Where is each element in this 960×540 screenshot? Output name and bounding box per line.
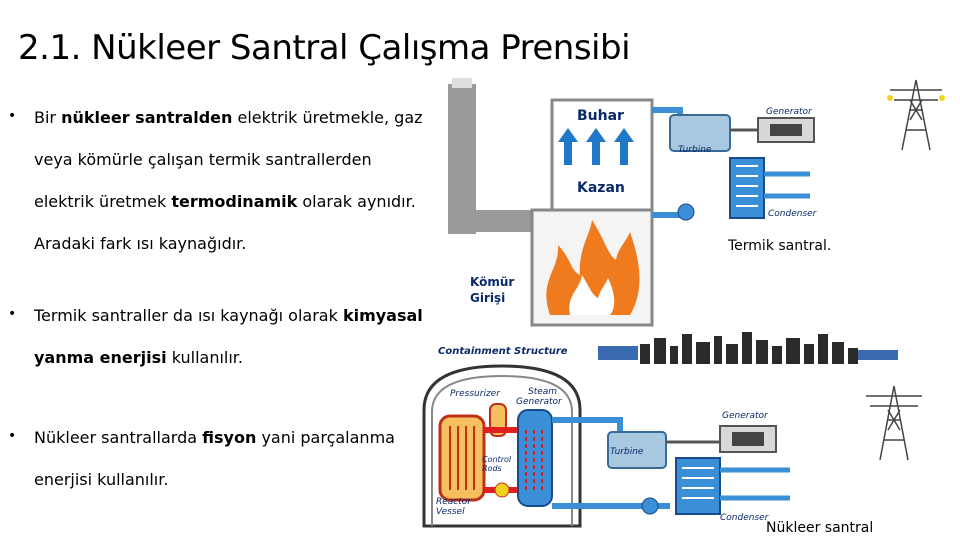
condenser-coils [736,165,758,207]
thermal-plant-caption: Termik santral. [728,238,832,254]
text-run: Bir [34,108,62,127]
steam-generator-label-2: Generator [516,397,563,407]
condenser-label: Condenser [720,513,770,523]
coal-inlet-label-1: Kömür [470,275,514,289]
bold-term: kimyasal [342,306,423,325]
reactor-vessel-icon [438,414,486,502]
bold-term: termodinamik [171,192,298,211]
water-body-right [858,350,898,360]
text-run: veya kömürle çalışan termik santrallerde… [34,150,372,169]
feed-pump-icon [641,497,659,515]
turbine-icon [607,431,667,469]
boiler-label: Kazan [577,180,625,196]
insulator [887,95,893,101]
turbine-icon [669,114,731,152]
nuclear-plant-caption: Nükleer santral [766,520,874,536]
steam-label: Buhar [577,108,624,124]
bold-term: nükleer santralden [61,108,233,127]
thermal-plant-diagram: Buhar Kazan Kömür Girişi Turbine Generat… [448,78,945,327]
city-skyline [640,332,858,364]
condenser-icon [729,157,765,219]
steam-generator-label-1: Steam [528,387,557,397]
text-run: kullanılır. [166,348,243,367]
nuclear-plant-diagram: Containment Structure Pressurizer Steam … [422,332,922,528]
flame-core [569,275,615,315]
condenser-coils [682,467,714,499]
turbine-label: Turbine [610,447,644,457]
containment-inner [431,374,573,526]
text-run: Aradaki fark ısı kaynağıdır. [34,234,247,253]
control-rods-icon [449,426,475,490]
cooling-pipes [720,467,790,501]
generator-label: Generator [722,411,769,421]
bullet-text: Termik santraller da ısı kaynağı olarak … [34,306,423,325]
insulator [939,95,945,101]
coal-inlet-label-2: Girişi [470,291,505,305]
reactor-vessel-label-1: Reactor [436,497,472,507]
water-body [598,346,638,360]
turbine-label: Turbine [678,145,712,155]
bullet-text: veya kömürle çalışan termik santrallerde… [34,150,372,169]
text-run: Termik santraller da ısı kaynağı olarak [34,306,343,325]
steam-generator-tubes [525,430,543,490]
cooling-pipes [764,171,810,199]
text-run: Nükleer santrallarda [34,428,203,447]
chimney [448,84,476,234]
bullet-text: Bir nükleer santralden elektrik üretmekl… [34,108,423,127]
condenser-icon [675,457,721,515]
text-run: enerjisi kullanılır. [34,470,169,489]
bullet-marker: • [8,428,17,444]
transmission-tower-icon [866,385,922,461]
generator-core [770,124,802,136]
transmission-tower-icon [890,79,942,151]
text-run: elektrik üretmekle, gaz [232,108,423,127]
bullet-text: Aradaki fark ısı kaynağıdır. [34,234,246,253]
generator-core [732,432,764,446]
reactor-pump-icon [494,482,510,498]
bullet-marker: • [8,108,17,124]
pump-icon [677,203,695,221]
containment-label: Containment Structure [438,346,568,357]
control-rods-label-1: Control [482,455,512,464]
slide-title: 2.1. Nükleer Santral Çalışma Prensibi [18,28,631,68]
generator-label: Generator [766,107,813,117]
bullet-text: yanma enerjisi kullanılır. [34,348,243,367]
bold-term: fisyon [202,428,257,447]
bullet-text: Nükleer santrallarda fisyon yani parçala… [34,428,395,447]
control-rods-label-2: Rods [482,464,502,473]
reactor-vessel-label-2: Vessel [436,507,465,517]
steam-arrows [558,128,634,165]
text-run: elektrik üretmek [34,192,172,211]
pressurizer-label: Pressurizer [450,389,501,399]
bold-term: yanma enerjisi [34,348,167,367]
bullet-text: enerjisi kullanılır. [34,470,168,489]
bullet-marker: • [8,306,17,322]
text-run: yani parçalanma [256,428,395,447]
text-run: olarak aynıdır. [297,192,416,211]
condenser-label: Condenser [768,209,818,219]
flame-icon [546,220,640,315]
bullet-text: elektrik üretmek termodinamik olarak ayn… [34,192,416,211]
smoke [452,78,472,88]
